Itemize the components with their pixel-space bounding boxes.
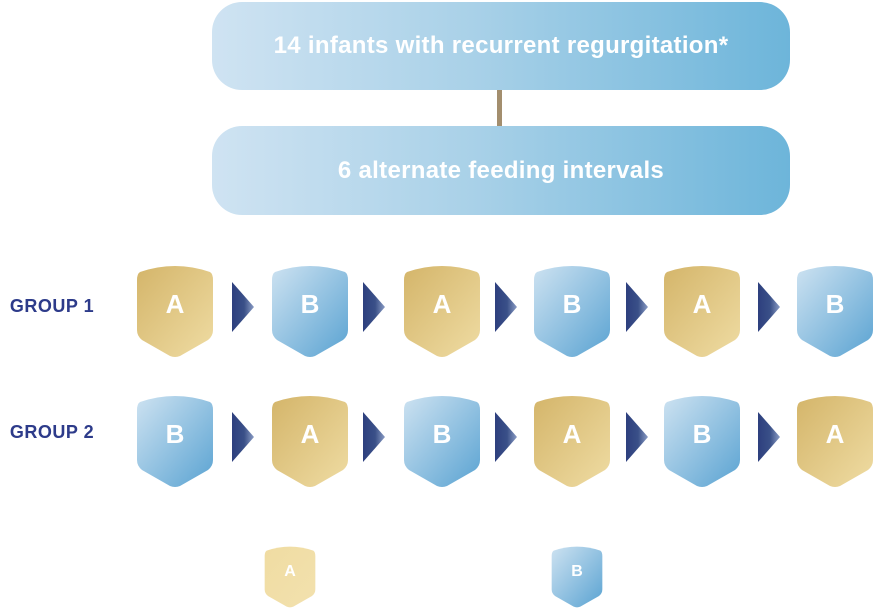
group-1-interval-4-formula-b: B [533, 262, 611, 358]
shield-icon [534, 396, 610, 487]
shield-letter: B [571, 563, 583, 580]
shield-letter: A [165, 288, 185, 319]
arrow-right-icon [758, 412, 780, 462]
shield-icon [404, 266, 480, 357]
shield-icon [551, 546, 603, 608]
shield-letter: B [300, 288, 320, 319]
shield-letter: B [825, 288, 845, 319]
shield-letter: B [432, 418, 452, 449]
group-2-interval-1-formula-b: B [136, 392, 214, 488]
flow-box-intervals: 6 alternate feeding intervals [212, 126, 790, 215]
legend-formula-b: B [551, 544, 603, 608]
arrow-right-icon [495, 412, 517, 462]
shield-letter: B [692, 418, 712, 449]
shield-icon [137, 266, 213, 357]
shield-icon [264, 546, 316, 608]
shield-letter: B [165, 418, 185, 449]
shield-icon [137, 396, 213, 487]
shield-icon [272, 266, 348, 357]
group-1-label: GROUP 1 [9, 296, 95, 316]
shield-letter: A [284, 563, 296, 580]
group-1-interval-2-formula-b: B [271, 262, 349, 358]
arrow-right-icon [495, 282, 517, 332]
arrow-right-icon [626, 412, 648, 462]
group-1-interval-3-formula-a: A [403, 262, 481, 358]
group-1-interval-1-formula-a: A [136, 262, 214, 358]
group-2-interval-5-formula-b: B [663, 392, 741, 488]
shield-letter: A [562, 418, 582, 449]
group-2-interval-2-formula-a: A [271, 392, 349, 488]
flow-box-infants-text: 14 infants with recurrent regurgitation* [273, 32, 729, 59]
shield-icon [272, 396, 348, 487]
flow-box-intervals-text: 6 alternate feeding intervals [337, 156, 665, 184]
shield-icon [534, 266, 610, 357]
group-1-interval-5-formula-a: A [663, 262, 741, 358]
shield-icon [404, 396, 480, 487]
shield-letter: A [432, 288, 452, 319]
legend-formula-a: A [264, 544, 316, 608]
arrow-right-icon [626, 282, 648, 332]
shield-icon [797, 396, 873, 487]
arrow-right-icon [363, 412, 385, 462]
group-2-interval-3-formula-b: B [403, 392, 481, 488]
shield-letter: B [562, 288, 582, 319]
arrow-right-icon [363, 282, 385, 332]
flow-box-infants: 14 infants with recurrent regurgitation* [212, 2, 790, 90]
arrow-right-icon [232, 412, 254, 462]
shield-letter: A [300, 418, 320, 449]
shield-letter: A [825, 418, 845, 449]
shield-icon [664, 396, 740, 487]
arrow-right-icon [758, 282, 780, 332]
connector-line [497, 90, 502, 126]
group-2-interval-6-formula-a: A [796, 392, 874, 488]
shield-icon [664, 266, 740, 357]
shield-letter: A [692, 288, 712, 319]
group-2-interval-4-formula-a: A [533, 392, 611, 488]
group-1-interval-6-formula-b: B [796, 262, 874, 358]
shield-icon [797, 266, 873, 357]
arrow-right-icon [232, 282, 254, 332]
group-2-label: GROUP 2 [9, 422, 95, 442]
